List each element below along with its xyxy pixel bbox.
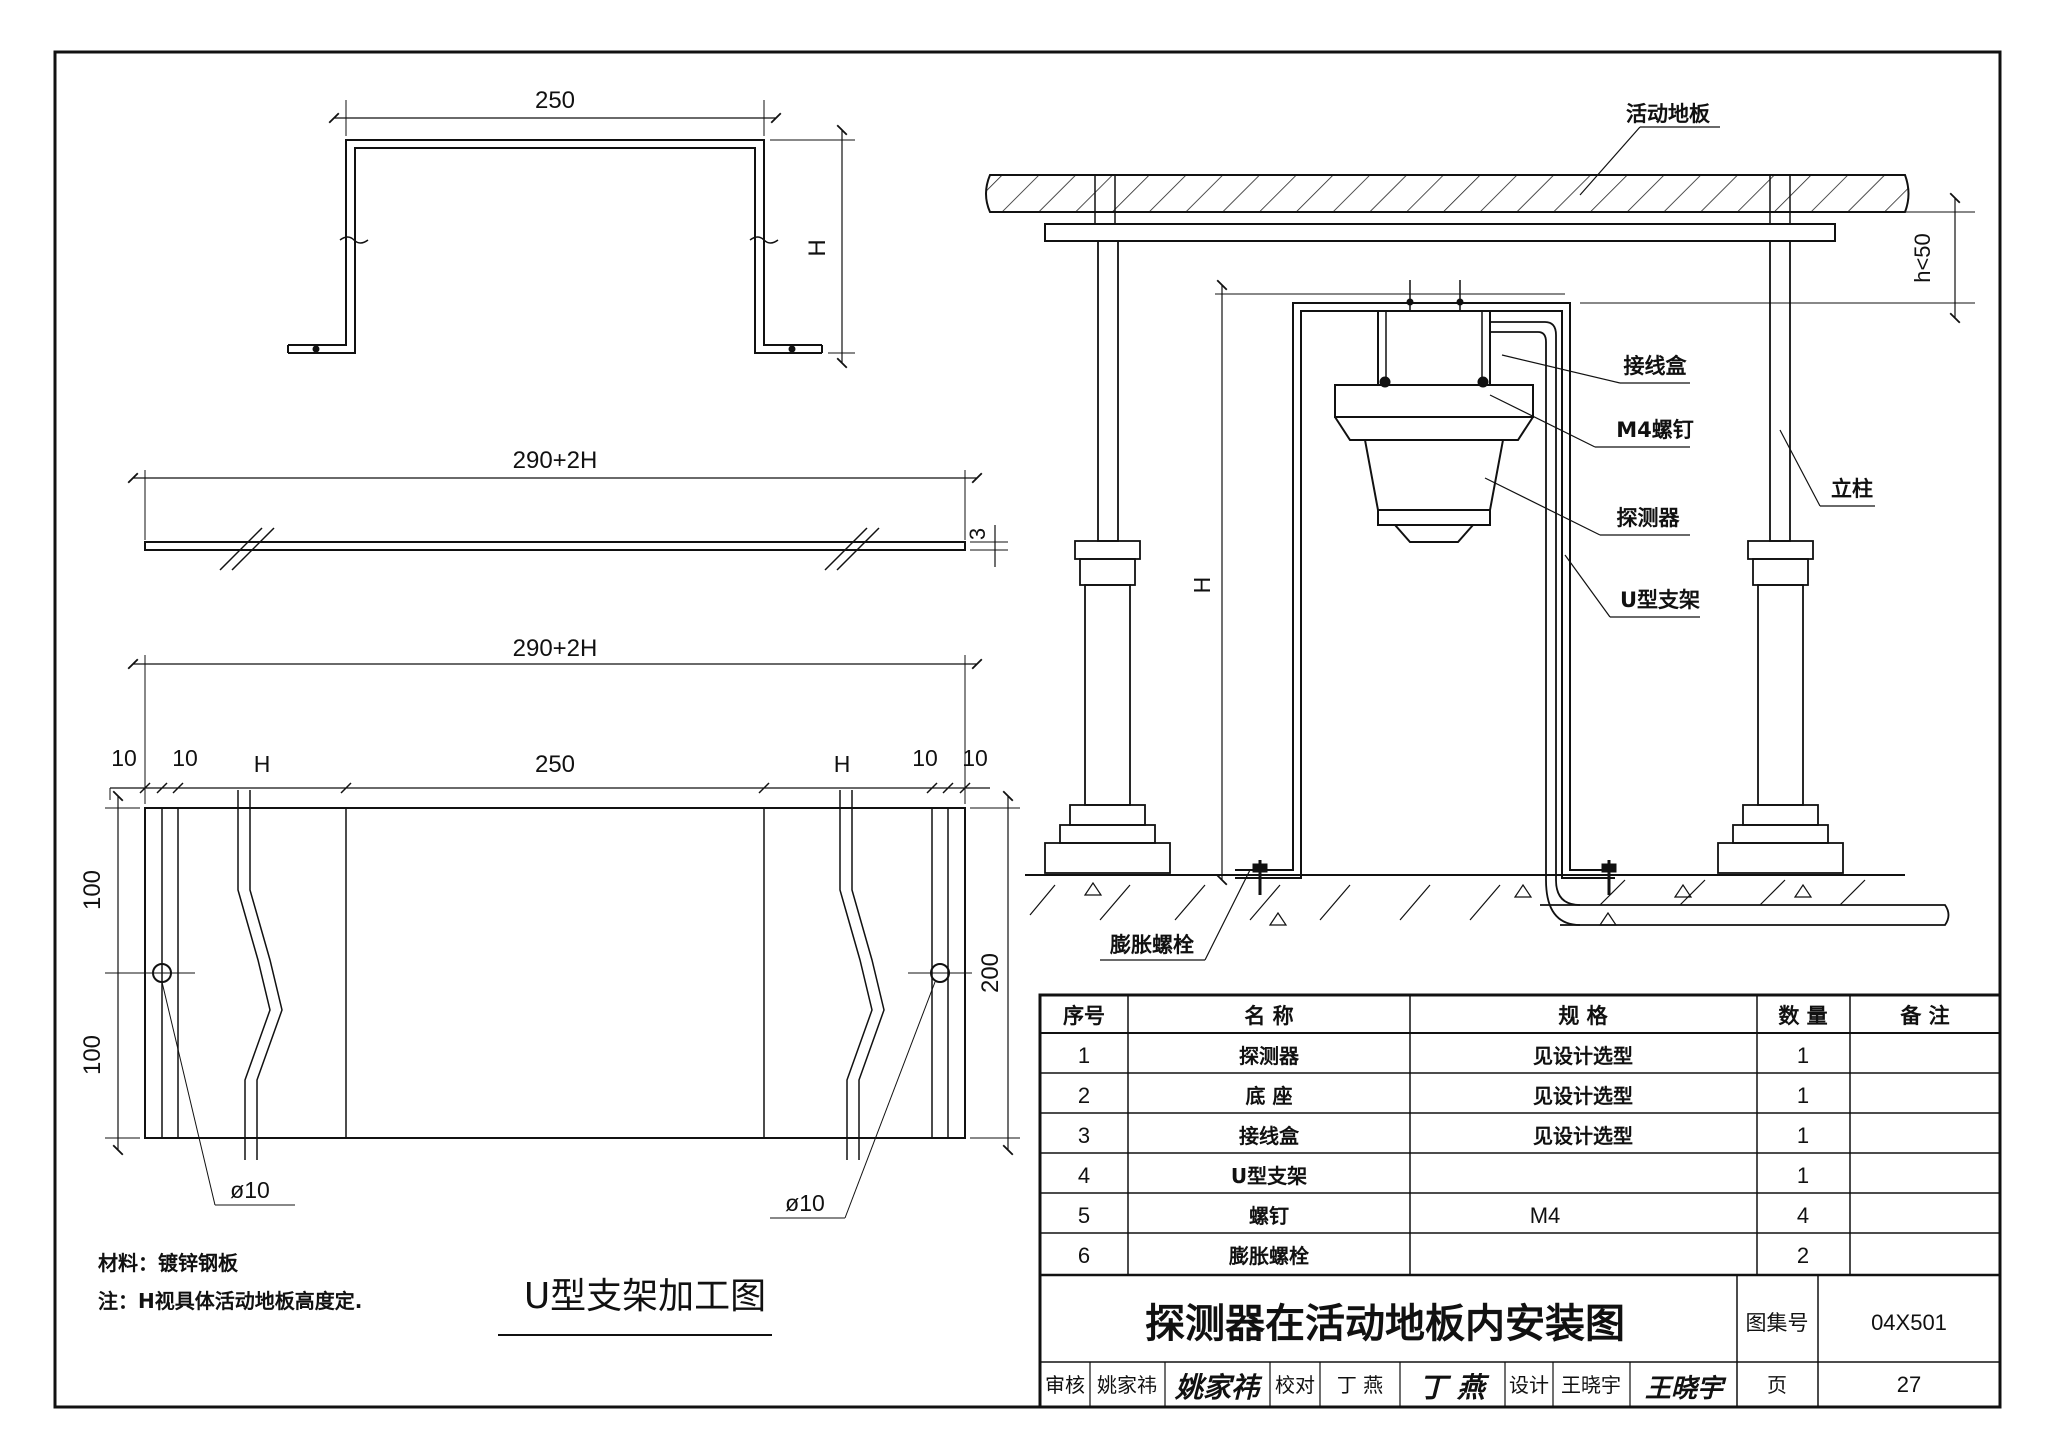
gap-dimension: h<50 [1910, 233, 1935, 283]
label-junction-box: 接线盒 [1624, 354, 1688, 378]
hole-left-label: ø10 [230, 1177, 270, 1203]
table-row: 3 接线盒 见设计选型 1 [1078, 1123, 1809, 1148]
cell-spec: M4 [1530, 1203, 1561, 1228]
atlas-label: 图集号 [1746, 1311, 1809, 1335]
flat-seg-2: 10 [172, 745, 198, 771]
label-screw: M4螺钉 [1616, 418, 1694, 442]
flat-seg-5: H [834, 751, 851, 777]
sheet-border [53, 50, 2002, 1409]
table-row: 1 探测器 见设计选型 1 [1078, 1043, 1809, 1068]
cell-name: 螺钉 [1249, 1204, 1289, 1228]
designer-signature: 王晓宇 [1645, 1374, 1727, 1404]
detector-base [1334, 384, 1534, 418]
flat-seg-4: 250 [535, 751, 575, 778]
u-bracket-installed [1235, 302, 1615, 871]
junction-box [1377, 310, 1491, 386]
u-bracket-profile-view [287, 100, 855, 369]
table-row: 4 U型支架 1 [1078, 1163, 1809, 1188]
flat-seg-7: 10 [962, 745, 988, 771]
cell-no: 2 [1078, 1083, 1090, 1108]
flat-height-top: 100 [79, 870, 106, 910]
cell-no: 3 [1078, 1123, 1090, 1148]
height-dimension: H [1189, 577, 1215, 594]
flat-total-height: 200 [977, 953, 1004, 993]
th-qty: 数 量 [1778, 1004, 1827, 1028]
label-bracket: U型支架 [1620, 588, 1700, 612]
cell-no: 6 [1078, 1243, 1090, 1268]
table-row: 5 螺钉 M4 4 [1078, 1203, 1809, 1228]
profile-height-label: H [804, 239, 831, 256]
bracket-drawing-title: U型支架加工图 [524, 1276, 766, 1317]
cell-name: 探测器 [1239, 1044, 1300, 1068]
cell-name: 接线盒 [1239, 1124, 1300, 1148]
hole-right-label: ø10 [785, 1190, 825, 1216]
flat-seg-3: H [254, 751, 271, 777]
drawing-title: 探测器在活动地板内安装图 [1145, 1301, 1625, 1347]
design-label: 设计 [1509, 1373, 1549, 1397]
flat-pattern-view [105, 655, 1020, 1219]
table-row: 6 膨胀螺栓 2 [1078, 1243, 1809, 1268]
th-remark: 备 注 [1899, 1004, 1949, 1028]
left-pillar [1044, 240, 1171, 874]
check-label: 校对 [1275, 1373, 1315, 1397]
detector-body [1363, 439, 1505, 511]
checker-name: 丁 燕 [1337, 1373, 1383, 1397]
review-label: 审核 [1045, 1373, 1085, 1397]
checker-signature: 丁 燕 [1419, 1371, 1490, 1404]
cell-qty: 1 [1797, 1123, 1809, 1148]
page-number: 27 [1897, 1372, 1921, 1397]
parts-table [1038, 993, 2002, 1409]
label-detector: 探测器 [1617, 506, 1681, 530]
cell-qty: 1 [1797, 1163, 1809, 1188]
cell-spec: 见设计选型 [1533, 1124, 1633, 1148]
label-anchor: 膨胀螺栓 [1110, 933, 1194, 957]
strip-view [127, 470, 1008, 571]
cell-qty: 1 [1797, 1083, 1809, 1108]
profile-width-label: 250 [535, 87, 575, 114]
th-name: 名 称 [1244, 1004, 1293, 1028]
label-pillar: 立柱 [1831, 477, 1873, 501]
cell-no: 4 [1078, 1163, 1090, 1188]
installation-view [985, 126, 1975, 961]
reviewer-name: 姚家祎 [1097, 1373, 1157, 1397]
strip-length-label: 290+2H [513, 447, 598, 474]
cell-spec: 见设计选型 [1533, 1084, 1633, 1108]
cell-spec: 见设计选型 [1533, 1044, 1633, 1068]
reviewer-signature: 姚家祎 [1174, 1371, 1263, 1404]
general-note: 注：H视具体活动地板高度定. [98, 1289, 362, 1313]
material-note: 材料：镀锌钢板 [98, 1251, 239, 1275]
cell-name: 底 座 [1246, 1084, 1293, 1108]
strip-thickness-label: 3 [965, 528, 990, 540]
right-pillar [1717, 240, 1844, 874]
flat-seg-6: 10 [912, 745, 938, 771]
flat-height-bottom: 100 [79, 1035, 106, 1075]
table-row: 2 底 座 见设计选型 1 [1078, 1083, 1809, 1108]
cell-no: 1 [1078, 1043, 1090, 1068]
flat-seg-1: 10 [111, 745, 137, 771]
cell-no: 5 [1078, 1203, 1090, 1228]
cell-qty: 2 [1797, 1243, 1809, 1268]
designer-name: 王晓宇 [1561, 1373, 1621, 1397]
cell-qty: 1 [1797, 1043, 1809, 1068]
cell-name: 膨胀螺栓 [1228, 1244, 1309, 1268]
flat-length-label: 290+2H [513, 635, 598, 662]
th-spec: 规 格 [1558, 1004, 1608, 1028]
label-floor: 活动地板 [1626, 102, 1711, 126]
floor-beam [1044, 223, 1836, 242]
cell-name: U型支架 [1231, 1164, 1307, 1188]
atlas-number: 04X501 [1871, 1310, 1947, 1335]
page-label: 页 [1767, 1373, 1787, 1397]
th-no: 序号 [1063, 1004, 1105, 1028]
cell-qty: 4 [1797, 1203, 1809, 1228]
